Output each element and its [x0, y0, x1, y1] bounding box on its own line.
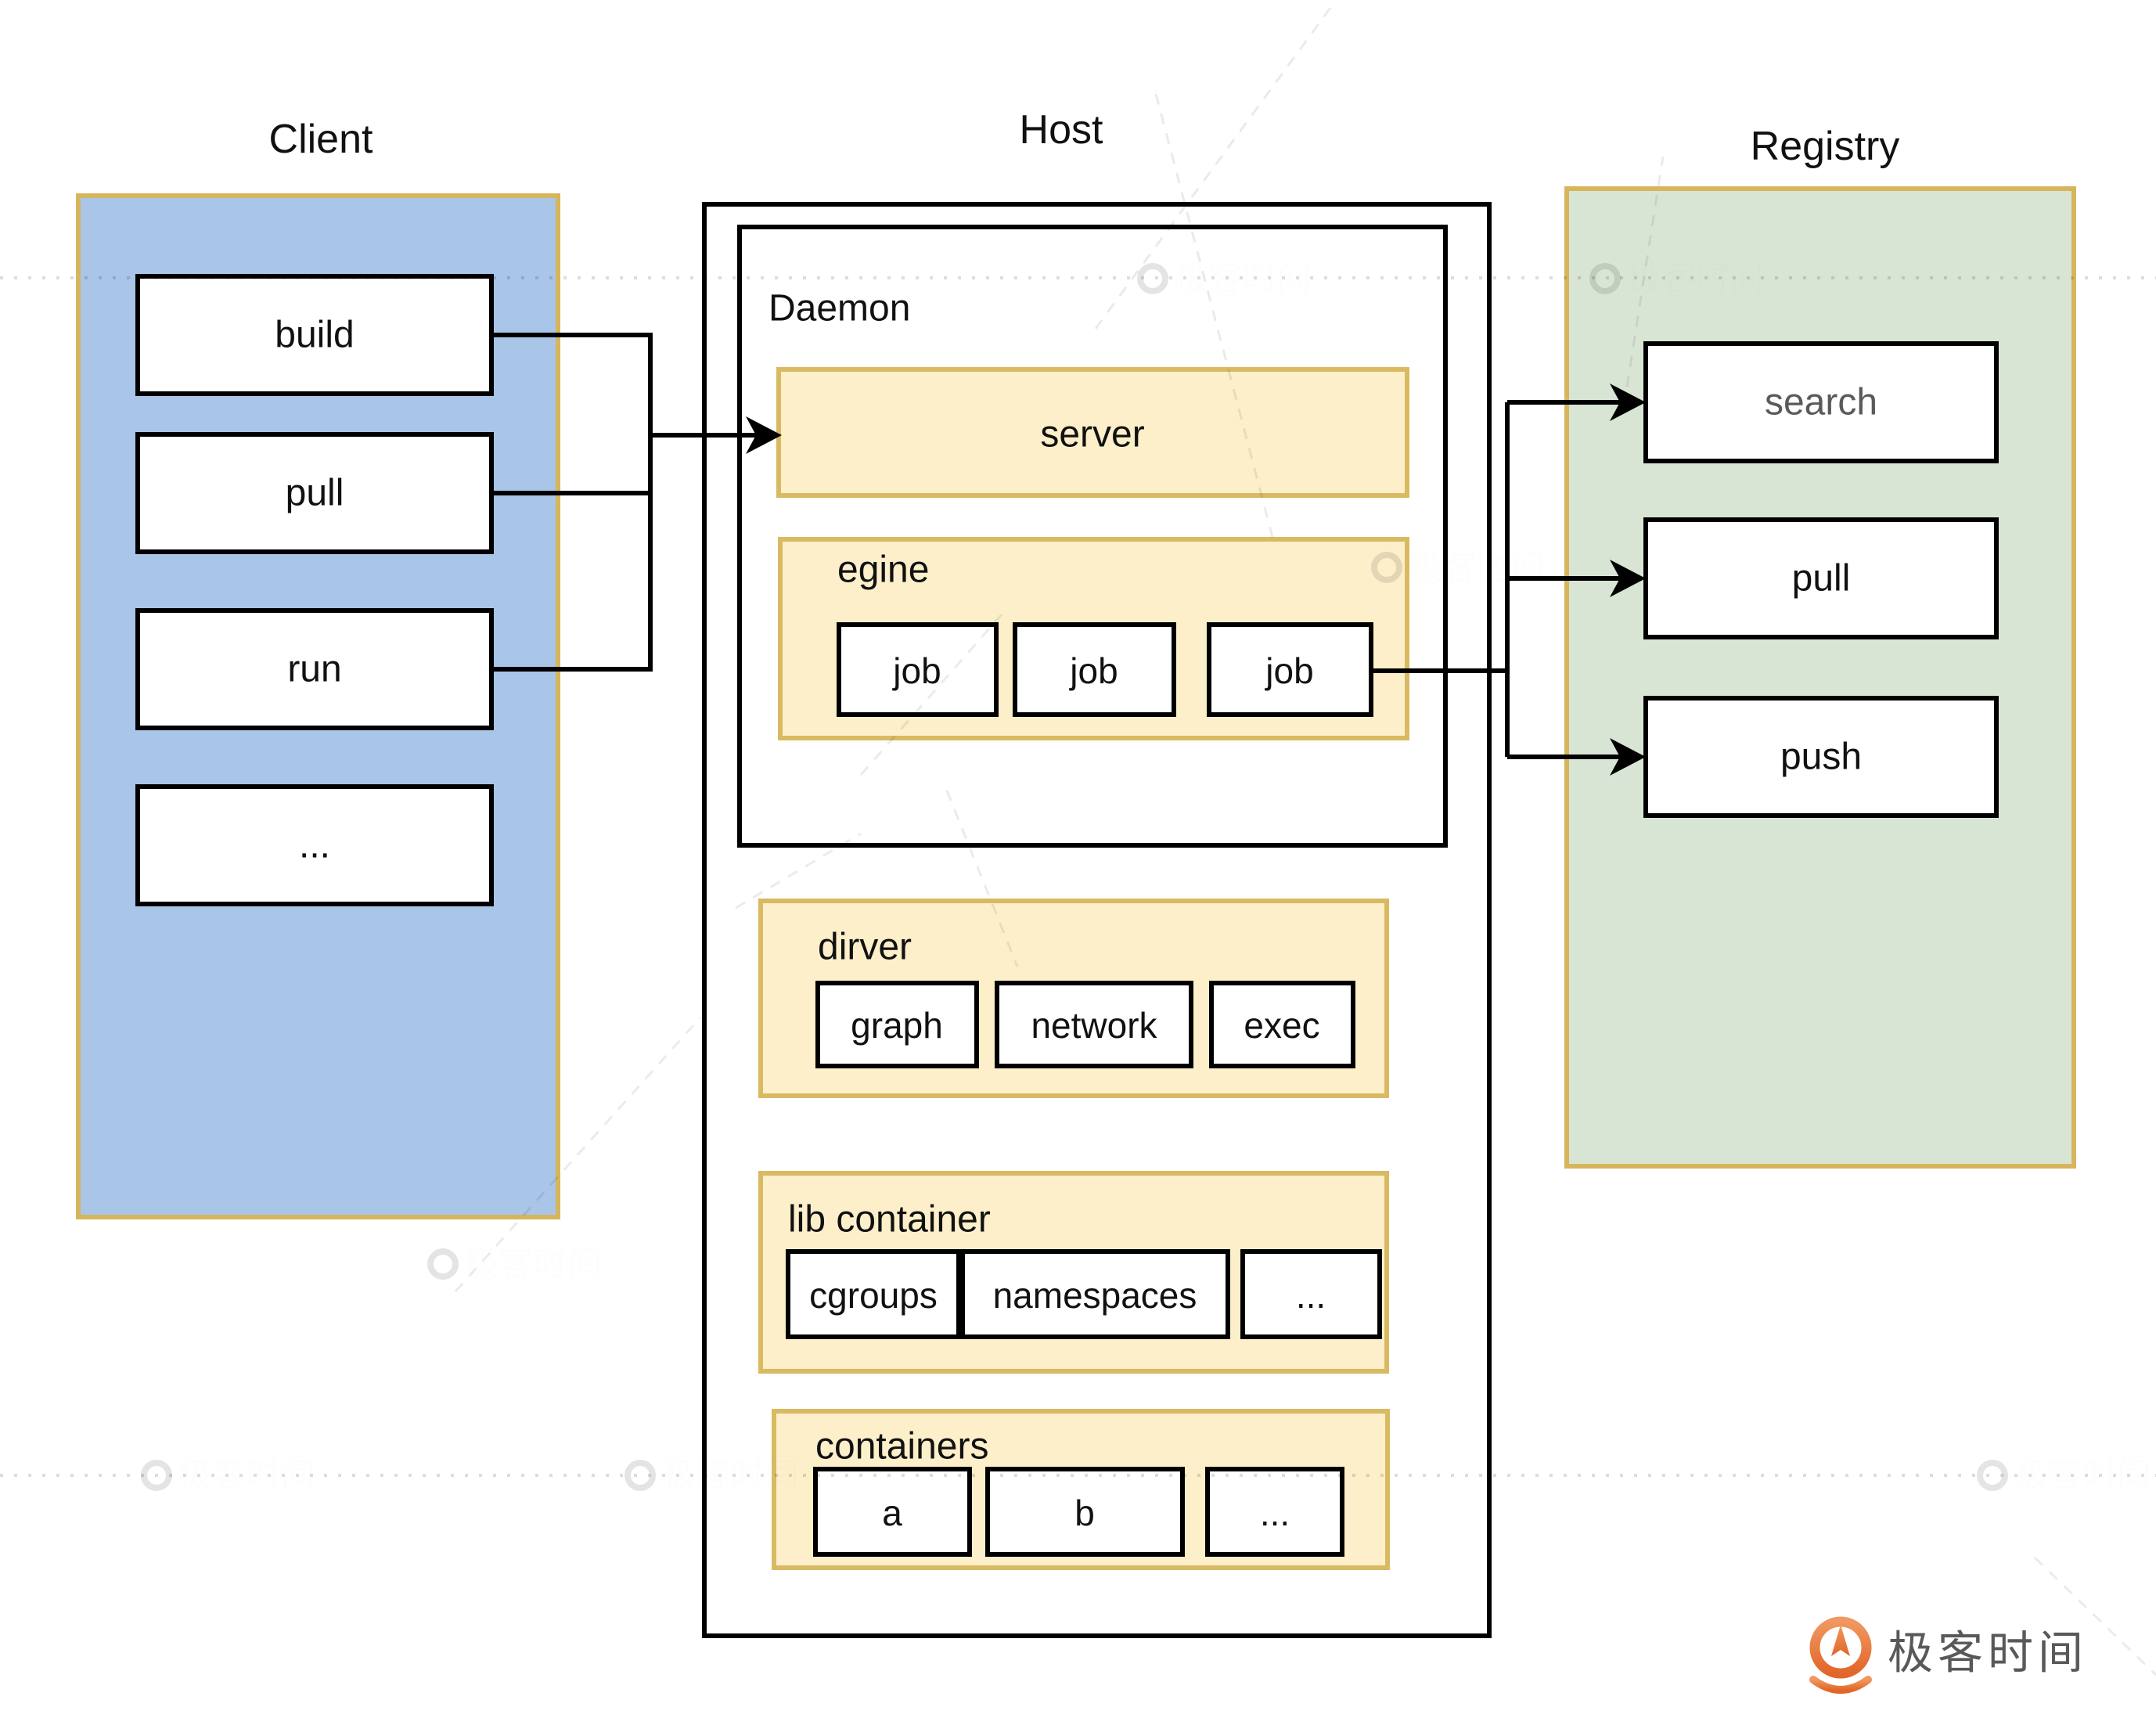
driver-module-box-exec: [1209, 981, 1355, 1068]
watermark-brand-6: 极客时间: [141, 1457, 315, 1495]
watermark-text: 极客时间: [1626, 260, 1764, 298]
geektime-logo-needle: [1831, 1625, 1850, 1656]
watermark-brand-5: 极客时间: [624, 1457, 799, 1495]
libcontainer-module-label: ...: [1296, 1275, 1326, 1316]
push-arrowhead-icon: [1610, 738, 1646, 776]
geektime-logo: 极客时间: [1809, 1616, 2088, 1694]
registry-operation-list: search pull push: [1643, 341, 1999, 818]
client-command-box-run: [135, 608, 494, 730]
job-label: job: [1068, 650, 1118, 691]
container-label: a: [882, 1493, 902, 1533]
job-box-2: [1013, 622, 1176, 717]
containers-label: containers: [815, 1426, 988, 1468]
job-to-registry-connector: [1371, 400, 1621, 759]
watermark-brand-3: 极客时间: [1371, 549, 1546, 587]
container-box-b: [985, 1467, 1185, 1557]
registry-operation-label: pull: [1792, 558, 1851, 600]
libcontainer-box-cgroups: [786, 1249, 961, 1339]
client-command-label: ...: [299, 825, 330, 866]
driver-module-label: network: [1031, 1005, 1157, 1046]
containers-item-list: a b ...: [813, 1467, 1344, 1557]
geektime-logo-text: 极客时间: [1888, 1628, 2088, 1679]
server-label: server: [1040, 414, 1144, 456]
client-command-label: build: [275, 315, 354, 356]
server-box: [776, 367, 1409, 498]
driver-module-box-graph: [815, 981, 979, 1068]
libcontainer-box-more: [1240, 1249, 1382, 1339]
server-arrowhead-icon: [746, 416, 782, 454]
driver-module-label: graph: [851, 1005, 943, 1046]
watermark-layer: 极客时间 极客时间 极客时间 极客时间 极客时间 极客时间 极客时间: [0, 7, 2156, 1677]
client-command-list: build pull run ...: [135, 274, 494, 906]
watermark-logo-icon: [1589, 263, 1621, 294]
registry-operation-label: search: [1765, 382, 1877, 423]
watermark-brand-7: 极客时间: [1977, 1457, 2151, 1495]
container-box-a: [813, 1467, 972, 1557]
host-title: Host: [1020, 107, 1103, 153]
registry-box-search: [1643, 341, 1999, 463]
watermark-logo-icon: [427, 1248, 459, 1280]
registry-title: Registry: [1751, 124, 1900, 169]
job-box-3: [1207, 622, 1373, 717]
client-command-box-more: [135, 784, 494, 906]
watermark-logo-icon: [1977, 1460, 2008, 1491]
geektime-logo-icon: [1809, 1616, 1872, 1679]
client-title: Client: [269, 117, 373, 162]
libcontainer-label: lib container: [788, 1199, 991, 1241]
client-command-label: pull: [286, 473, 344, 514]
registry-panel: [1564, 186, 2076, 1169]
watermark-logo-icon: [141, 1460, 172, 1491]
daemon-label: Daemon: [768, 288, 910, 330]
client-to-server-connector: [491, 333, 757, 672]
watermark-text: 极客时间: [2014, 1457, 2151, 1495]
libcontainer-module-label: cgroups: [809, 1275, 938, 1316]
driver-label: dirver: [818, 927, 912, 968]
watermark-brand-2: 极客时间: [1589, 260, 1764, 298]
client-command-label: run: [287, 649, 341, 690]
pull-arrowhead-icon: [1610, 560, 1646, 597]
driver-module-label: exec: [1244, 1005, 1319, 1046]
client-command-box-build: [135, 274, 494, 396]
libcontainer-box-namespaces: [960, 1249, 1230, 1339]
libcontainer-module-list: cgroups namespaces ...: [786, 1249, 1382, 1339]
registry-box-pull: [1643, 517, 1999, 639]
watermark-logo-icon: [1137, 263, 1168, 294]
watermark-text: 极客时间: [178, 1457, 315, 1495]
container-label: ...: [1260, 1493, 1290, 1533]
watermark-text: 极客时间: [1408, 549, 1546, 587]
search-arrowhead-icon: [1610, 384, 1646, 421]
client-command-box-pull: [135, 432, 494, 554]
watermark-text: 极客时间: [1174, 260, 1312, 298]
daemon-box: [737, 225, 1448, 848]
driver-module-list: graph network exec: [815, 981, 1355, 1068]
watermark-brand-4: 极客时间: [427, 1245, 602, 1284]
driver-module-box-network: [995, 981, 1193, 1068]
container-box-more: [1205, 1467, 1344, 1557]
job-label: job: [891, 650, 941, 691]
container-label: b: [1074, 1493, 1095, 1533]
watermark-brand-1: 极客时间: [1137, 260, 1312, 298]
engine-job-list: job job job: [837, 622, 1373, 717]
engine-label: egine: [837, 549, 929, 591]
job-box-1: [837, 622, 999, 717]
watermark-logo-icon: [624, 1460, 656, 1491]
libcontainer-module-label: namespaces: [993, 1275, 1197, 1316]
watermark-text: 极客时间: [661, 1457, 799, 1495]
watermark-logo-icon: [1371, 552, 1402, 583]
watermark-diagonal-lines: [454, 7, 2156, 1677]
geektime-logo-chin: [1809, 1676, 1872, 1694]
job-label: job: [1264, 650, 1313, 691]
registry-operation-label: push: [1780, 737, 1862, 778]
watermark-text: 极客时间: [464, 1245, 602, 1284]
registry-box-push: [1643, 696, 1999, 818]
